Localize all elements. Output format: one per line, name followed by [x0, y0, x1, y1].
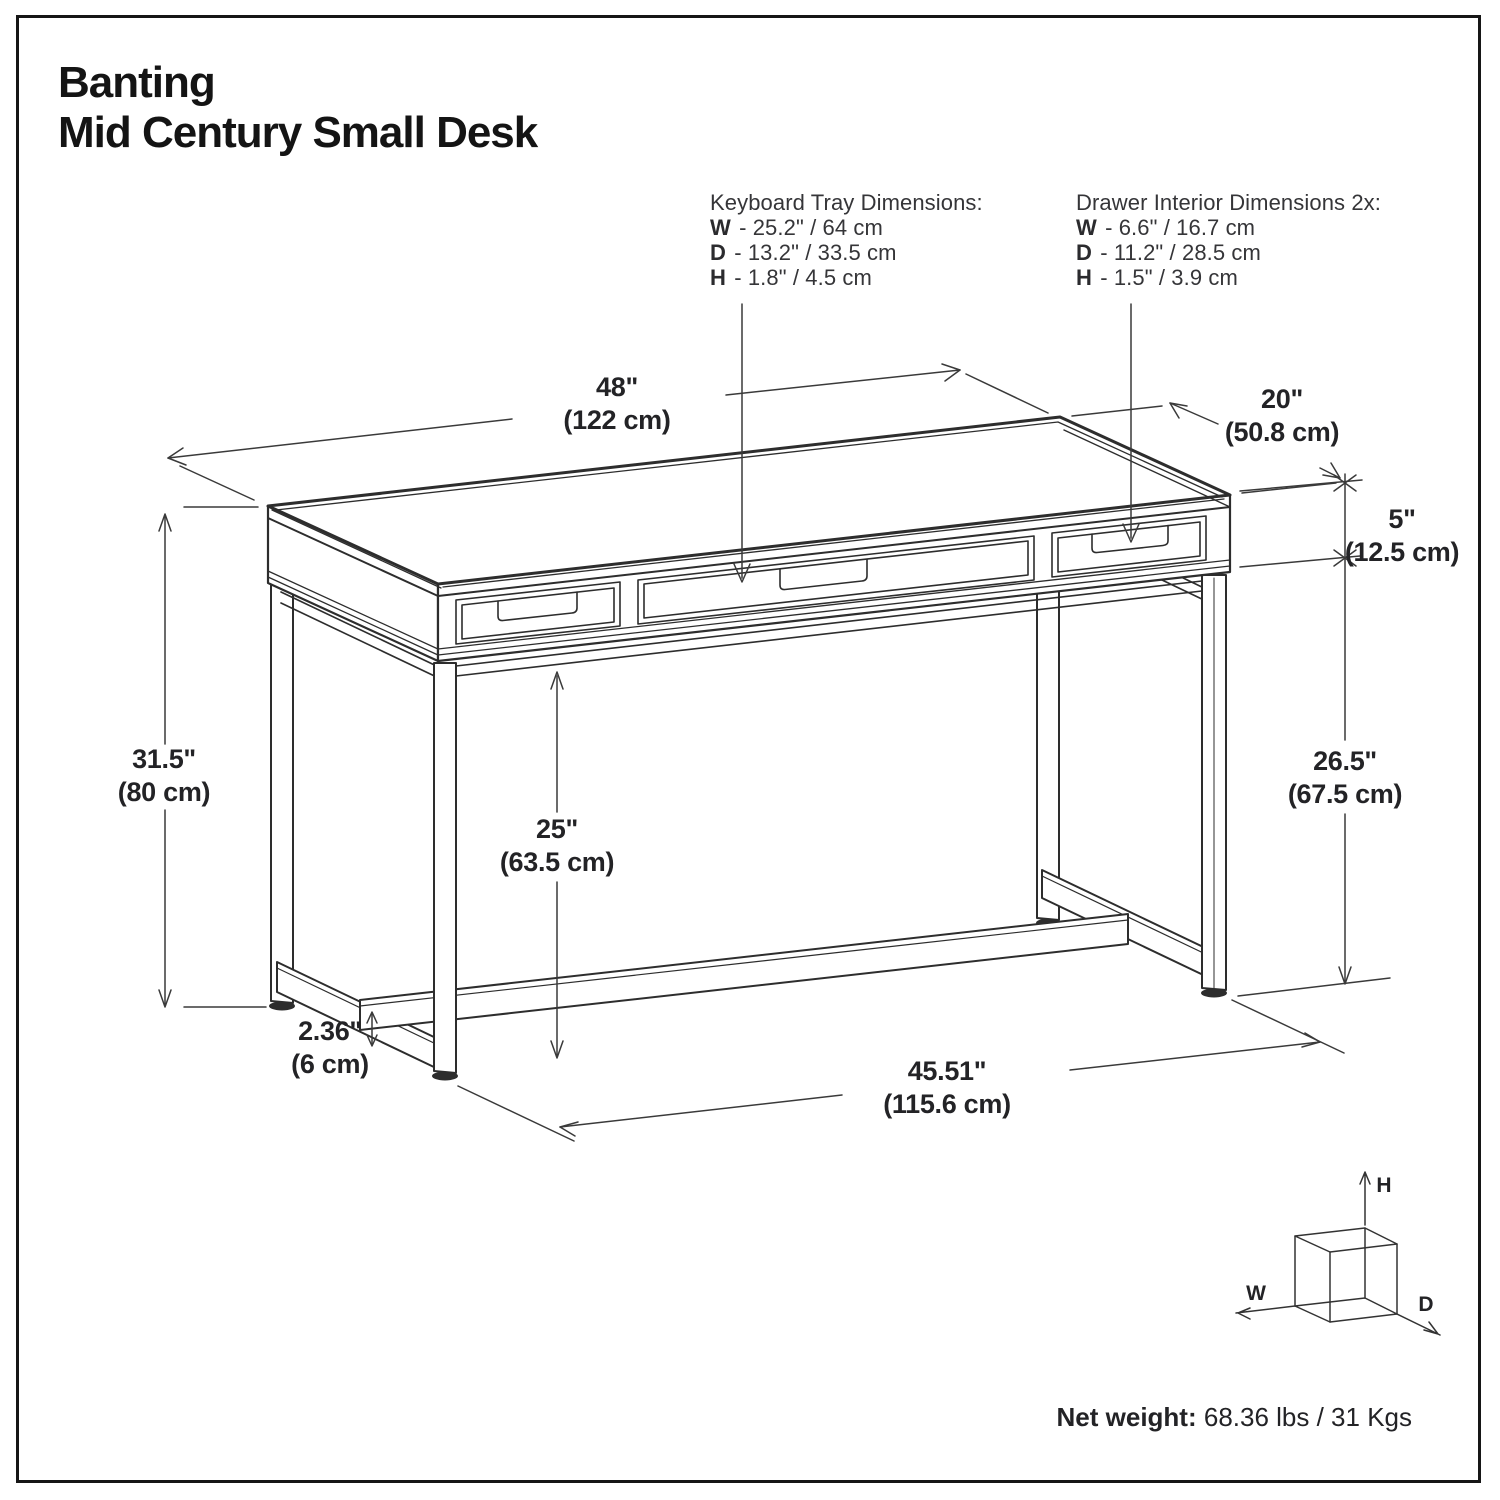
spec-row: D - 11.2" / 28.5 cm — [1076, 240, 1261, 265]
dim-label-stretcher-height: 2.36" (6 cm) — [291, 1016, 369, 1079]
product-name: Banting — [58, 58, 216, 107]
dimension-lines — [158, 303, 1391, 1142]
net-weight: Net weight: 68.36 lbs / 31 Kgs — [1057, 1402, 1412, 1433]
dim-stretcher-height-line — [366, 1011, 378, 1047]
dim-leg-height-line — [1237, 966, 1391, 997]
dim-label-overall-width: 48" (122 cm) — [563, 372, 671, 435]
spec-row: W - 6.6" / 16.7 cm — [1076, 215, 1256, 240]
page-title: Banting Mid Century Small Desk — [58, 58, 538, 158]
width-axis — [1235, 1305, 1296, 1320]
cube-depth-label: D — [1418, 1293, 1434, 1316]
drawer-interior-spec-block: Drawer Interior Dimensions 2x: W - 6.6" … — [1076, 190, 1381, 290]
dim-label-leg-height: 26.5" (67.5 cm) — [1287, 746, 1403, 809]
keyboard-tray-spec-block: Keyboard Tray Dimensions: W - 25.2" / 64… — [710, 190, 983, 290]
dim-label-overall-depth: 20" (50.8 cm) — [1224, 384, 1340, 447]
spec-row: W - 25.2" / 64 cm — [710, 215, 883, 240]
keyboard-tray-leader-line — [733, 303, 751, 583]
net-weight-value: 68.36 lbs / 31 Kgs — [1203, 1402, 1412, 1432]
height-axis — [1359, 1171, 1371, 1226]
desk-cabinet — [266, 415, 1232, 677]
depth-axis — [1396, 1313, 1441, 1336]
dim-overall-depth-line — [1071, 402, 1341, 494]
dim-label-knee-clearance: 25" (63.5 cm) — [499, 814, 615, 877]
cube-height-label: H — [1376, 1174, 1392, 1197]
drawer-openings — [455, 515, 1207, 645]
spec-heading: Keyboard Tray Dimensions: — [710, 190, 983, 215]
dim-overall-width-line — [167, 363, 1049, 501]
desk-base-frame — [269, 559, 1227, 1081]
dim-knee-clearance-line — [550, 671, 564, 1059]
spec-row: H - 1.8" / 4.5 cm — [710, 265, 872, 290]
cube-axis-icon — [1235, 1171, 1441, 1336]
spec-row: H - 1.5" / 3.9 cm — [1076, 265, 1238, 290]
page-border — [16, 15, 1481, 1483]
drawer-interior-leader-line — [1122, 303, 1140, 543]
net-weight-label: Net weight: — [1056, 1402, 1197, 1432]
dim-tabletop-height-line — [1239, 473, 1363, 983]
dim-label-base-width: 45.51" (115.6 cm) — [883, 1056, 1011, 1119]
spec-heading: Drawer Interior Dimensions 2x: — [1076, 190, 1381, 215]
spec-row: D - 13.2" / 33.5 cm — [710, 240, 897, 265]
product-subtitle: Mid Century Small Desk — [58, 108, 538, 158]
dim-base-width-line — [457, 999, 1345, 1142]
dim-label-overall-height: 31.5" (80 cm) — [117, 744, 211, 807]
dim-label-tabletop-height: 5" (12.5 cm) — [1344, 504, 1460, 567]
dim-overall-height-line — [158, 506, 267, 1008]
cube-width-label: W — [1246, 1282, 1266, 1305]
